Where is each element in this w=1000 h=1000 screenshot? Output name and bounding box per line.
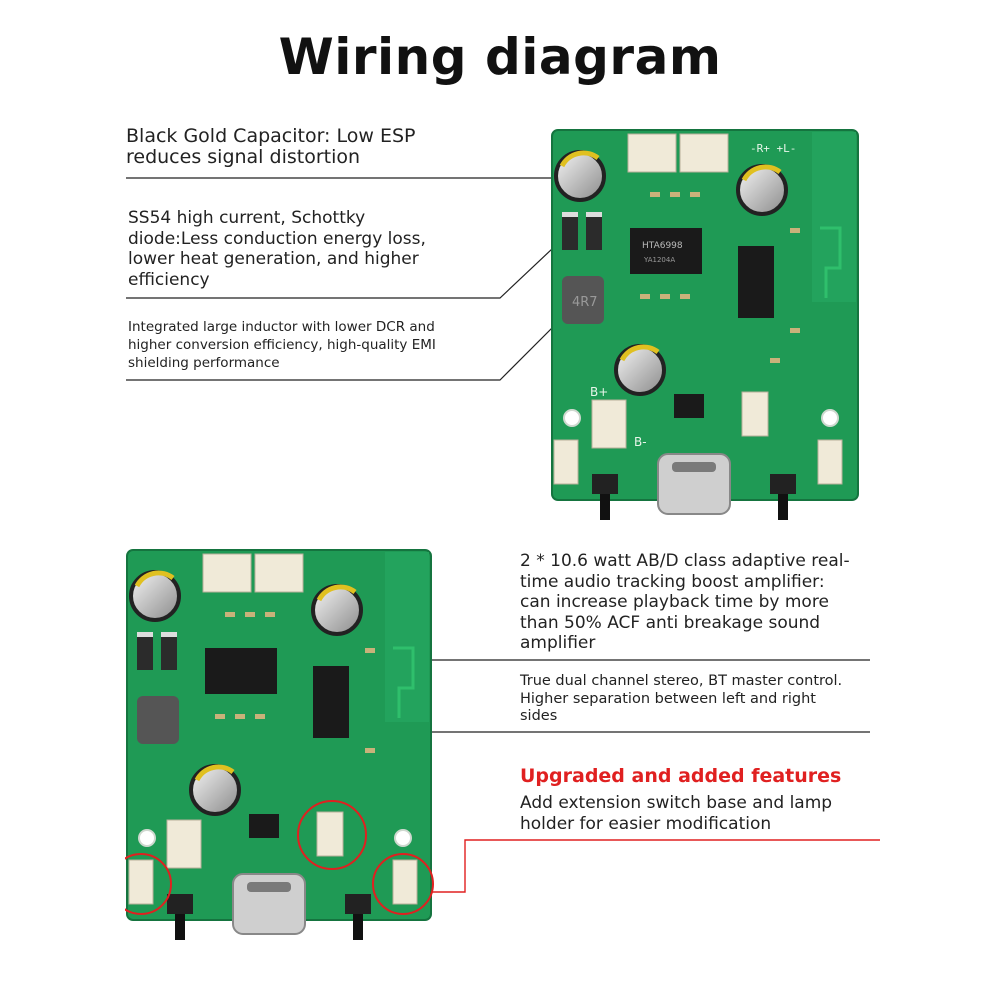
bluetooth-chip xyxy=(313,666,349,738)
features-leader xyxy=(430,839,880,893)
led-connector xyxy=(316,811,344,857)
antenna-area xyxy=(812,132,856,302)
speaker-connector xyxy=(254,553,304,593)
ext-connector-left xyxy=(128,859,154,905)
bluetooth-chip xyxy=(738,246,774,318)
small-chip xyxy=(249,814,279,838)
speaker-connector xyxy=(627,133,677,173)
features-annotation: Add extension switch base and lamp holde… xyxy=(520,793,833,834)
switch-button xyxy=(353,914,363,940)
inductor-mark: 4R7 xyxy=(572,295,598,310)
pcb-board-bottom xyxy=(125,549,434,940)
mount-hole xyxy=(821,409,839,427)
capacitor-annotation: Black Gold Capacitor: Low ESP reduces si… xyxy=(126,125,416,168)
capacitor-leader xyxy=(126,167,576,179)
page-title: Wiring diagram xyxy=(278,28,722,86)
schottky-diode xyxy=(562,212,578,250)
antenna-area xyxy=(385,552,429,722)
speaker-connector xyxy=(202,553,252,593)
schottky-diode xyxy=(137,632,153,670)
pcb-board-top: -R+ +L- 4R7 HTA6998 YA1204A B+ B- xyxy=(551,129,859,520)
inductor-annotation: Integrated large inductor with lower DCR… xyxy=(128,319,436,371)
mount-hole xyxy=(138,829,156,847)
chip-label: HTA6998 xyxy=(642,241,683,251)
stereo-annotation: True dual channel stereo, BT master cont… xyxy=(520,673,843,724)
highlight-ring-right xyxy=(372,853,434,915)
power-label: B+ xyxy=(590,385,608,399)
inductor xyxy=(562,276,604,324)
ext-connector-left xyxy=(553,439,579,485)
diode-leader xyxy=(126,231,571,299)
features-heading: Upgraded and added features xyxy=(520,765,842,787)
amplifier-annotation: 2 * 10.6 watt AB/D class adaptive real-t… xyxy=(520,551,850,653)
mount-hole xyxy=(394,829,412,847)
led-connector xyxy=(741,391,769,437)
mount-hole xyxy=(563,409,581,427)
speaker-label: -R+ +L- xyxy=(750,142,796,155)
antenna-trace xyxy=(820,226,842,298)
antenna-trace xyxy=(393,646,415,718)
speaker-connector xyxy=(679,133,729,173)
switch-base xyxy=(167,894,193,914)
ground-label: B- xyxy=(634,435,647,449)
small-chip xyxy=(674,394,704,418)
power-connector xyxy=(591,399,627,449)
highlight-ring-led xyxy=(297,800,367,870)
schottky-diode xyxy=(586,212,602,250)
amplifier-chip xyxy=(205,648,277,694)
highlight-ring-left xyxy=(125,853,172,915)
power-connector xyxy=(166,819,202,869)
diode-annotation: SS54 high current, Schottky diode:Less c… xyxy=(128,208,426,290)
ext-connector-right xyxy=(392,859,418,905)
schottky-diode xyxy=(161,632,177,670)
switch-button xyxy=(600,494,610,520)
switch-button xyxy=(778,494,788,520)
switch-base xyxy=(592,474,618,494)
ext-connector-right xyxy=(817,439,843,485)
chip-sublabel: YA1204A xyxy=(643,256,675,264)
switch-base xyxy=(770,474,796,494)
switch-base xyxy=(345,894,371,914)
inductor xyxy=(137,696,179,744)
switch-button xyxy=(175,914,185,940)
amplifier-chip xyxy=(630,228,702,274)
